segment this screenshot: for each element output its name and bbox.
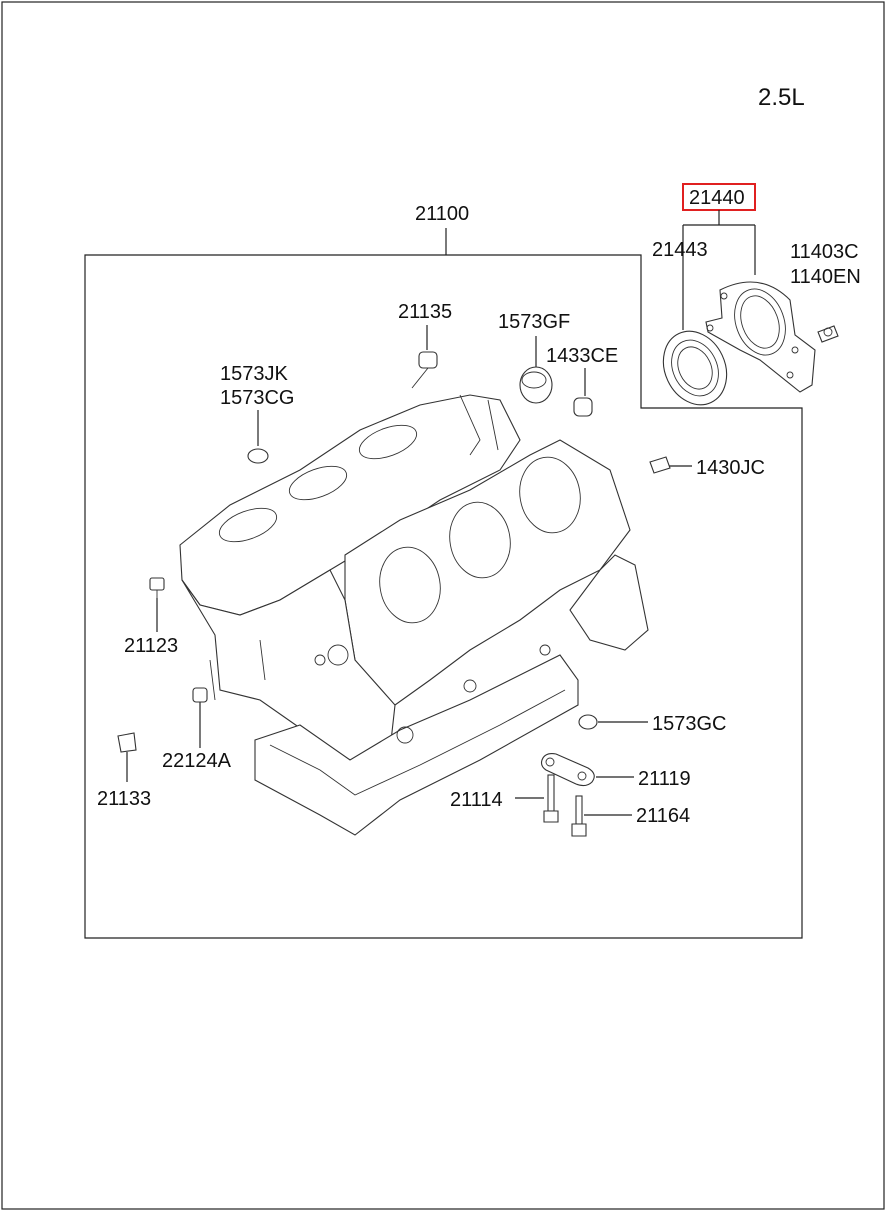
plug-21123-drawing	[149, 577, 165, 598]
plug-1573gf-drawing	[519, 366, 553, 404]
leader-21440	[682, 210, 756, 330]
engine-block-drawing	[179, 394, 649, 836]
callout-21133[interactable]: 21133	[97, 788, 151, 810]
engine-size-label: 2.5L	[758, 84, 805, 111]
seal-retainer-drawing	[705, 281, 816, 393]
plug-1573jk-drawing	[247, 448, 269, 464]
bolt-21164-drawing	[571, 795, 587, 837]
callout-21100[interactable]: 21100	[415, 203, 469, 225]
assembly-frame	[84, 254, 803, 939]
plug-21133-drawing	[117, 732, 137, 753]
bracket-21119-drawing	[540, 753, 595, 787]
callout-1433ce[interactable]: 1433CE	[546, 345, 618, 367]
callout-1573gc[interactable]: 1573GC	[652, 713, 727, 735]
callout-22124a[interactable]: 22124A	[162, 750, 232, 772]
callout-1573jk[interactable]: 1573JK	[220, 363, 288, 385]
callout-21119[interactable]: 21119	[638, 768, 691, 790]
callout-1573cg[interactable]: 1573CG	[220, 387, 295, 409]
callout-1430jc[interactable]: 1430JC	[696, 457, 765, 479]
callout-1140en[interactable]: 1140EN	[790, 266, 861, 288]
callout-1573gf[interactable]: 1573GF	[498, 311, 570, 333]
bolt-11403c-drawing	[817, 325, 839, 343]
callout-21164[interactable]: 21164	[636, 805, 690, 827]
callout-21123[interactable]: 21123	[124, 635, 178, 657]
callout-21440[interactable]: 21440	[689, 187, 745, 209]
callout-11403c[interactable]: 11403C	[790, 241, 859, 263]
dowel-21135-drawing	[411, 351, 438, 389]
oil-seal-drawing	[662, 330, 728, 406]
plug-1573gc-drawing	[578, 714, 598, 730]
plug-22124a-drawing	[192, 687, 208, 703]
callout-21114[interactable]: 21114	[450, 789, 503, 811]
callout-21135[interactable]: 21135	[398, 301, 452, 323]
pin-1430jc-drawing	[649, 456, 671, 474]
callout-21443[interactable]: 21443	[652, 239, 708, 261]
pin-1433ce-drawing	[573, 397, 593, 417]
bolt-21114-drawing	[543, 774, 559, 823]
